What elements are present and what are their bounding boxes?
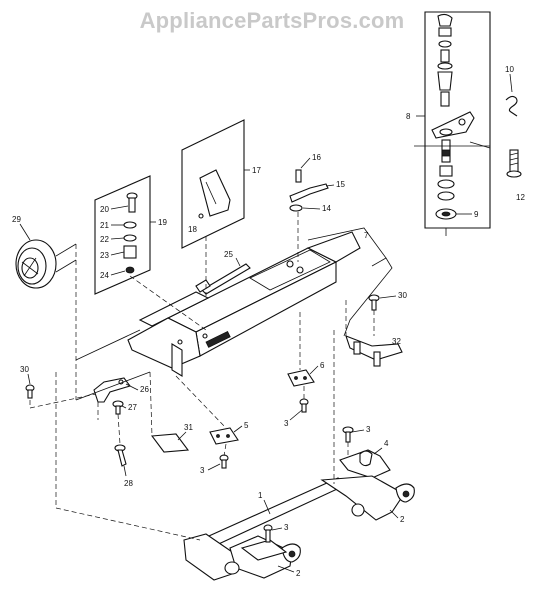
callout-16: 16 <box>312 153 321 162</box>
assembly-guide-lines <box>29 145 490 541</box>
detail-box-19: 19 20 21 22 23 24 <box>94 175 167 295</box>
callout-30-right: 30 <box>398 291 407 300</box>
watermark: AppliancePartsPros.com <box>139 8 405 33</box>
part-4-bracket: 3 4 <box>339 425 391 479</box>
callout-21: 21 <box>100 221 109 230</box>
part-1-frame: 1 2 2 3 <box>183 475 415 581</box>
part-29-handwheel: 29 <box>12 215 77 289</box>
callout-28: 28 <box>124 479 133 488</box>
callout-3-mid: 3 <box>284 419 289 428</box>
detail-box-17: 17 18 <box>181 119 261 249</box>
callout-15: 15 <box>336 180 345 189</box>
callout-22: 22 <box>100 235 109 244</box>
part-5-pad: 5 3 <box>200 421 249 475</box>
part-25-rod: 25 <box>195 250 251 295</box>
callout-12: 12 <box>516 193 525 202</box>
part-7-arm-bed: 7 <box>127 227 393 377</box>
callout-17: 17 <box>252 166 261 175</box>
callout-4: 4 <box>384 439 389 448</box>
callout-30-left: 30 <box>20 365 29 374</box>
callout-9: 9 <box>474 210 479 219</box>
part-31-plate: 31 <box>150 423 193 453</box>
callout-8: 8 <box>406 112 411 121</box>
callout-26: 26 <box>140 385 149 394</box>
callout-32: 32 <box>392 337 401 346</box>
callout-5: 5 <box>244 421 249 430</box>
detail-box-8: 8 9 <box>406 11 491 229</box>
callout-3-right: 3 <box>366 425 371 434</box>
part-28-screw: 28 <box>114 444 133 488</box>
callout-18: 18 <box>188 225 197 234</box>
callout-6: 6 <box>320 361 325 370</box>
part-26-27-bracket: 26 27 <box>93 377 149 415</box>
callout-29: 29 <box>12 215 21 224</box>
callout-3-bottom: 3 <box>284 523 289 532</box>
parts-14-15-16: 16 15 14 <box>289 153 345 262</box>
callout-19: 19 <box>158 218 167 227</box>
callout-3-left: 3 <box>200 466 205 475</box>
part-30-screw-right: 30 <box>368 291 407 311</box>
part-10-spring: 10 <box>505 65 518 117</box>
callout-31: 31 <box>184 423 193 432</box>
callout-14: 14 <box>322 204 331 213</box>
callout-23: 23 <box>100 251 109 260</box>
part-30-screw-left: 30 <box>20 365 35 399</box>
callout-25: 25 <box>224 250 233 259</box>
callout-7: 7 <box>364 231 369 240</box>
part-6-pad: 6 3 <box>284 361 325 428</box>
part-12-screw: 12 <box>469 141 525 202</box>
callout-1: 1 <box>258 491 263 500</box>
callout-20: 20 <box>100 205 109 214</box>
callout-2-right: 2 <box>400 515 405 524</box>
callout-27: 27 <box>128 403 137 412</box>
callout-24: 24 <box>100 271 109 280</box>
part-32-bracket: 32 <box>345 335 403 367</box>
callout-2-left: 2 <box>296 569 301 578</box>
callout-10: 10 <box>505 65 514 74</box>
